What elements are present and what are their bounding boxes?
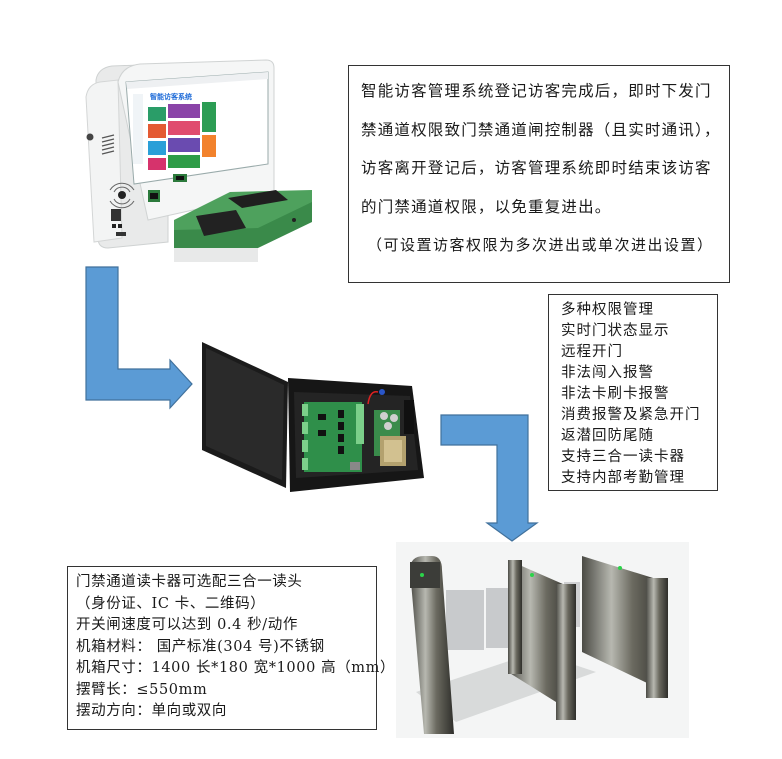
controller-features-box: 多种权限管理 实时门状态显示 远程开门 非法闯入报警 非法卡刷卡报警 消费报警及… [548, 294, 718, 491]
controller-image [198, 330, 430, 492]
feature-item: 远程开门 [561, 344, 623, 360]
description-line: 的门禁通道权限，以免重复进出。 [361, 197, 612, 216]
spec-item: 机箱材料： 国产标准(304 号)不锈钢 [76, 638, 325, 655]
gate-specs-box: 门禁通道读卡器可选配三合一读头 （身份证、IC 卡、二维码） 开关闸速度可以达到… [67, 566, 396, 730]
feature-item: 支持内部考勤管理 [561, 470, 685, 486]
spec-item: 门禁通道读卡器可选配三合一读头 [76, 574, 303, 590]
spec-item: 机箱尺寸：1400 长*180 宽*1000 高（mm） [76, 660, 396, 676]
description-box: 智能访客管理系统登记访客完成后，即时下发门 禁通道权限致门禁通道闸控制器（且实时… [348, 65, 730, 283]
description-line: 访客离开登记后，访客管理系统即时结束该访客 [361, 159, 712, 177]
spec-item: 摆动方向：单向或双向 [76, 703, 227, 719]
spec-item: 开关闸速度可以达到 0.4 秒/动作 [76, 617, 298, 633]
feature-item: 返潜回防尾随 [561, 428, 654, 444]
spec-item: 摆臂长：≤550mm [76, 681, 208, 698]
kiosk-screen-title: 智能访客系统 [150, 92, 192, 101]
feature-item: 多种权限管理 [561, 302, 654, 318]
flow-arrow-controller-to-gates [439, 413, 541, 543]
feature-item: 实时门状态显示 [561, 323, 670, 339]
description-line: 禁通道权限致门禁通道闸控制器（且实时通讯）， [361, 120, 721, 139]
feature-item: 非法卡刷卡报警 [561, 386, 670, 402]
feature-item: 消费报警及紧急开门 [561, 407, 701, 423]
spec-item: （身份证、IC 卡、二维码） [76, 595, 266, 612]
flow-arrow-kiosk-to-controller [84, 265, 196, 413]
description-note: （可设置访客权限为多次进出或单次进出设置） [367, 236, 714, 254]
turnstile-gates-image [396, 542, 689, 738]
feature-item: 支持三合一读卡器 [561, 449, 685, 465]
feature-item: 非法闯入报警 [561, 365, 654, 381]
description-line: 智能访客管理系统登记访客完成后，即时下发门 [361, 82, 712, 100]
kiosk-image: 智能访客系统 [78, 52, 313, 264]
